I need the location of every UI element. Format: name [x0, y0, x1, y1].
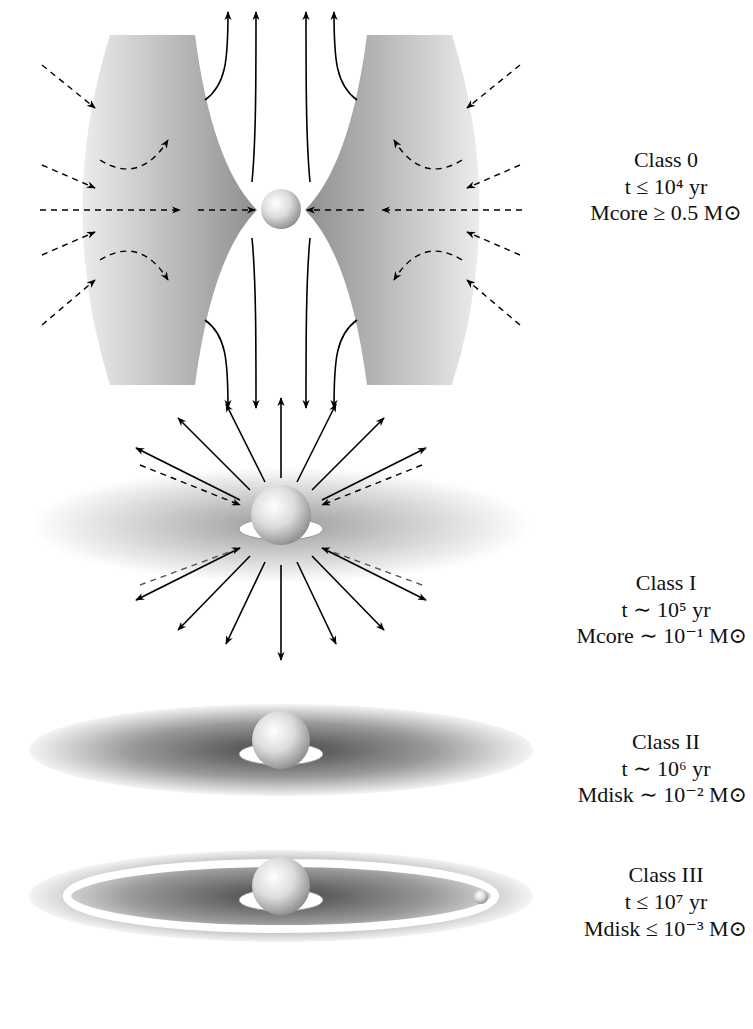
stage-label: Class II [632, 729, 700, 755]
stage-label: Mdisk ∼ 10⁻² M⊙ [578, 782, 747, 808]
class1-infall [140, 465, 422, 585]
protostar [251, 485, 311, 545]
star [252, 711, 310, 769]
stage-label: Mcore ∼ 10⁻¹ M⊙ [576, 623, 747, 649]
outflow-lines [205, 12, 357, 408]
class1-outflow [136, 398, 426, 660]
planet [474, 890, 488, 904]
class3-disk [29, 850, 533, 942]
stage-label: t ∼ 10⁶ yr [621, 756, 710, 782]
stage-label: Class III [628, 862, 703, 888]
stage-label: Mcore ≥ 0.5 M⊙ [590, 200, 742, 226]
protostar [261, 189, 301, 229]
stage-label: t ≤ 10⁴ yr [625, 174, 708, 200]
stage-label: t ∼ 10⁵ yr [621, 597, 710, 623]
infall-arrows [40, 65, 522, 325]
stage-label: Class 0 [634, 147, 698, 173]
stage-label: Mdisk ≤ 10⁻³ M⊙ [584, 916, 747, 942]
stage-label: Class I [636, 570, 697, 596]
star [252, 857, 310, 915]
class2-disk [29, 704, 533, 796]
stage-label: t ≤ 10⁷ yr [625, 889, 708, 915]
